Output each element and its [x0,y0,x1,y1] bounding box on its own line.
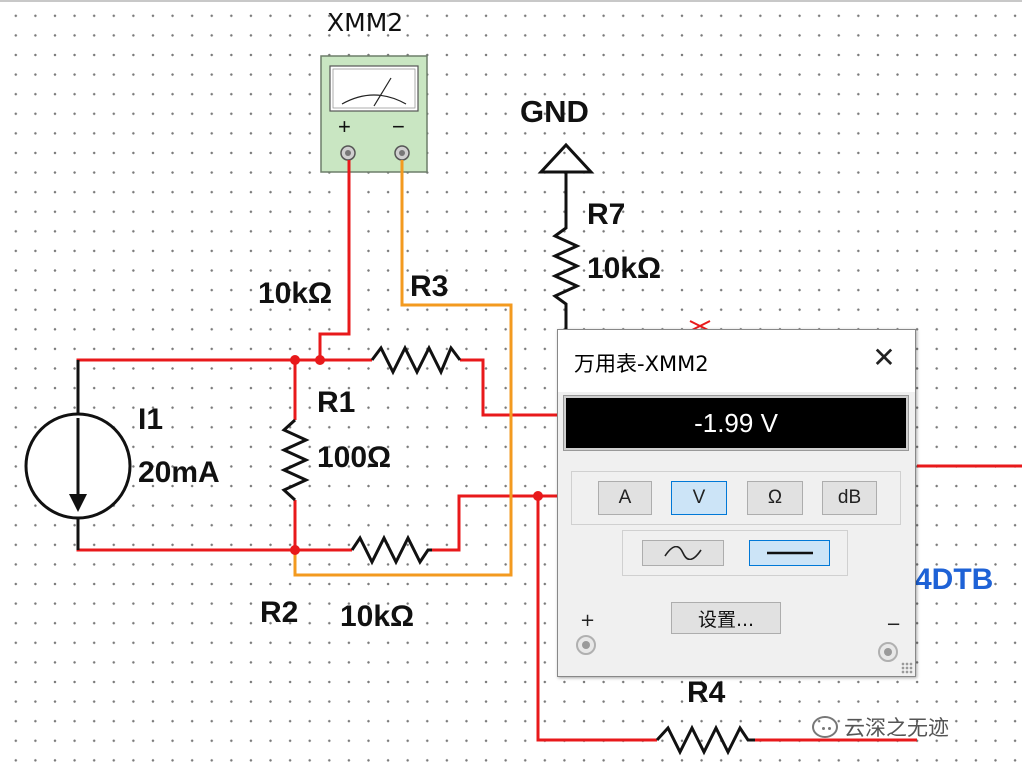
r4-label: R4 [687,676,726,709]
watermark: 云深之无迹 [812,712,949,742]
r1-label: R1 [317,386,356,419]
positive-terminal[interactable] [576,635,596,655]
i1-value: 20mA [138,456,220,489]
r2-value: 10kΩ [340,600,415,633]
dialog-title: 万用表-XMM2 [574,352,709,376]
mode-voltmeter-button[interactable]: V [671,481,727,515]
orange-probe-wire [293,160,513,577]
resistor-r7 [551,172,581,329]
multimeter-dialog[interactable]: 万用表-XMM2 ✕ -1.99 V A V Ω dB 设置... + − [557,329,916,677]
mode-group [571,471,901,525]
xmm2-label: XMM2 [327,8,404,37]
resistor-r2 [350,534,432,566]
r2-label: R2 [260,596,299,629]
ac-mode-button[interactable] [642,540,724,566]
ground-icon [537,142,595,174]
settings-button[interactable]: 设置... [671,602,781,634]
mode-ammeter-button[interactable]: A [598,481,652,515]
r7-label: R7 [587,198,626,231]
dc-line-icon [766,551,813,555]
i1-label: I1 [138,403,164,436]
multimeter-xmm2-icon[interactable] [320,55,428,173]
r3-value: 10kΩ [258,277,333,310]
mode-ohmmeter-button[interactable]: Ω [747,481,803,515]
dialog-titlebar[interactable]: 万用表-XMM2 ✕ [558,330,915,392]
mode-db-button[interactable]: dB [822,481,877,515]
signal-group [622,530,848,576]
r1-value: 100Ω [317,441,392,474]
resize-grip-icon[interactable] [901,662,913,674]
r3-label: R3 [410,270,449,303]
negative-terminal[interactable] [878,642,898,662]
dc-mode-button[interactable] [749,540,830,566]
resistor-r1 [280,418,310,502]
resistor-r3 [370,344,462,376]
junction-dots [290,355,543,555]
terminal-plus-label: + [580,610,596,631]
reading-display: -1.99 V [563,395,909,451]
meter-plus-label: + [338,114,351,139]
resistor-r4 [655,724,755,756]
r7-value: 10kΩ [587,252,662,285]
ac-wave-icon [664,546,702,560]
watermark-text: 云深之无迹 [844,716,949,740]
meter-minus-label: − [392,114,405,139]
close-icon[interactable]: ✕ [872,341,896,374]
wechat-icon [812,716,838,738]
partial-part-label: 4DTB [915,563,994,596]
terminal-minus-label: − [886,614,902,635]
gnd-label: GND [520,94,589,129]
current-source-i1[interactable] [24,360,132,550]
